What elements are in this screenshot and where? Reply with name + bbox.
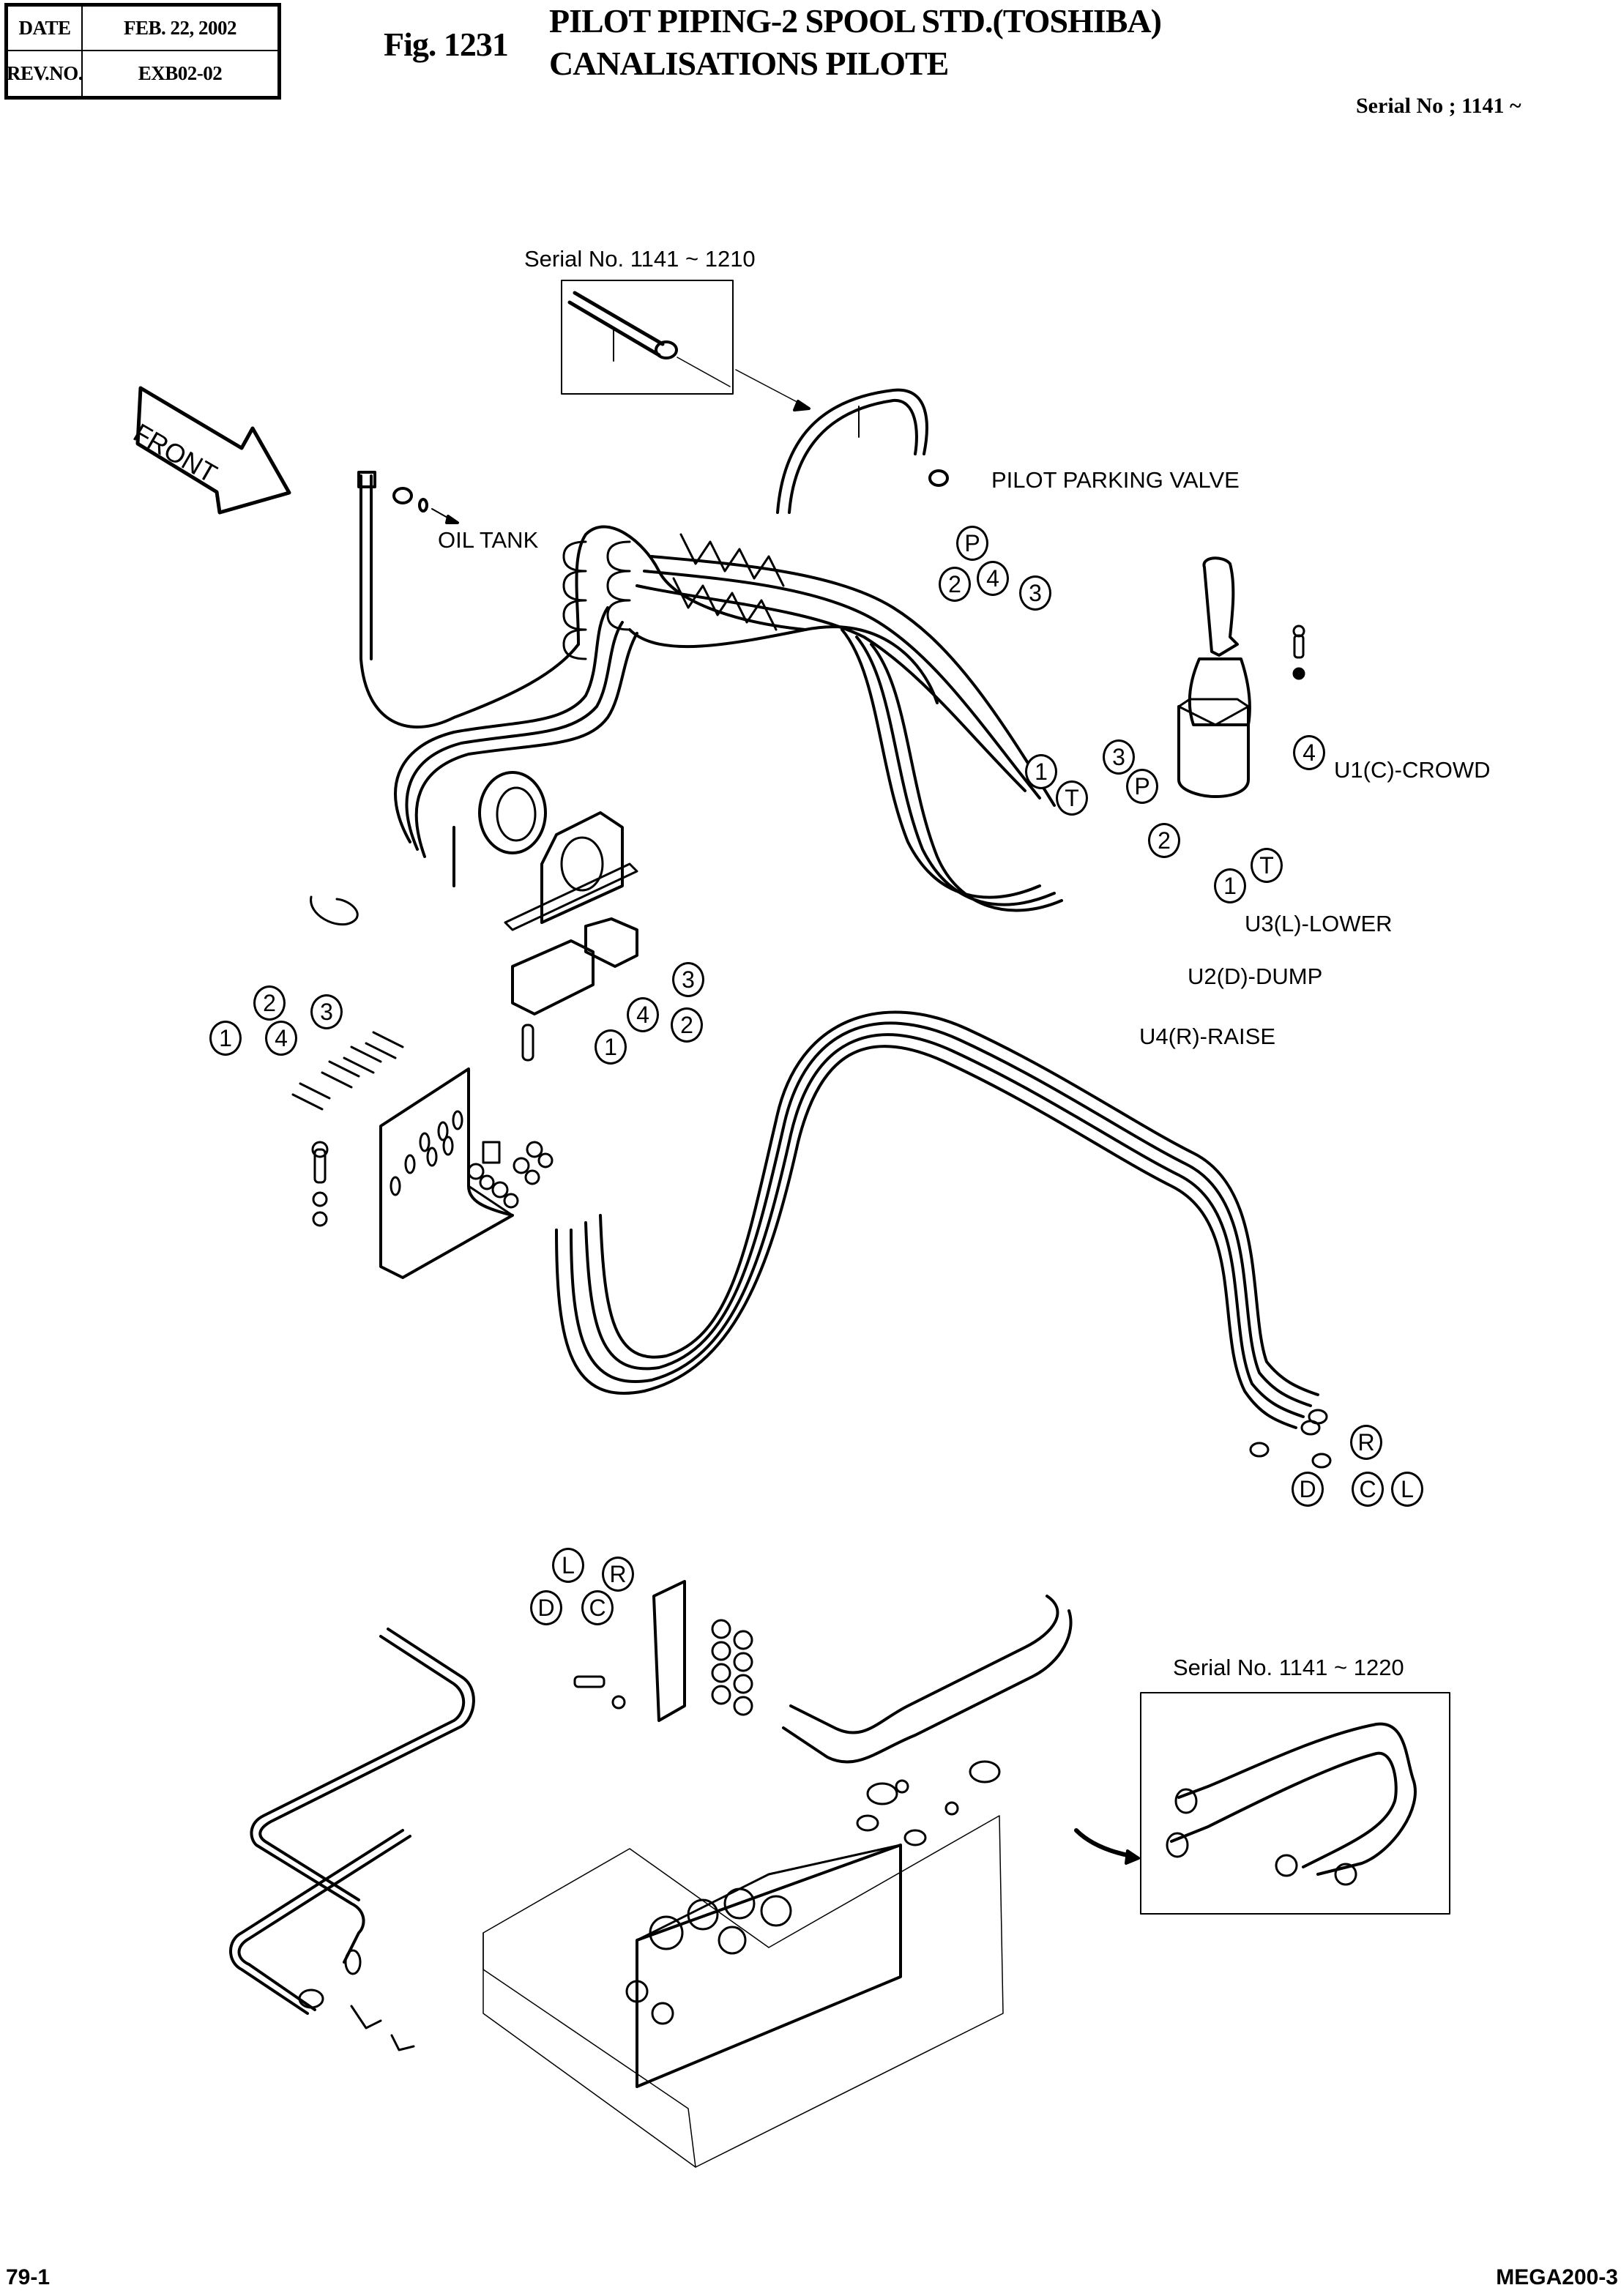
- callout-manifold-4: 4: [627, 997, 659, 1032]
- inset-top-detail: [561, 280, 810, 411]
- callout-parking-P: P: [956, 526, 988, 561]
- callout-joystick-P: P: [1126, 769, 1158, 804]
- pilot-parking-valve-label: PILOT PARKING VALVE: [991, 467, 1240, 493]
- callout-manifold-1: 1: [595, 1029, 627, 1065]
- joystick-pilot-valve: [1177, 556, 1305, 798]
- callout-parking-1: 1: [1025, 754, 1057, 789]
- rev-value: EXB02-02: [138, 62, 223, 84]
- callout-hose-L: L: [1391, 1472, 1423, 1507]
- grommet-bracket: [310, 771, 638, 931]
- callout-manifold-2: 2: [671, 1007, 703, 1043]
- callout-valve-R: R: [602, 1557, 634, 1592]
- model-name: MEGA200-3: [1496, 2265, 1618, 2289]
- callout-parking-3: 3: [1019, 575, 1051, 611]
- hose-bundle-middle: [555, 1010, 1332, 1469]
- oil-tank-fitting: [357, 471, 459, 660]
- callout-parking-T: T: [1056, 780, 1088, 816]
- callout-joystick-1: 1: [1214, 868, 1246, 903]
- callout-fitting-4: 4: [265, 1021, 297, 1056]
- inset-top-serial-label: Serial No. 1141 ~ 1210: [524, 246, 756, 272]
- inset-bottom-detail: [1140, 1692, 1450, 1915]
- steel-pipes: [229, 1628, 475, 2051]
- date-label: DATE: [8, 7, 83, 51]
- valve-hoses: [782, 1595, 1140, 1865]
- callout-parking-4: 4: [977, 561, 1009, 596]
- u2-dump-label: U2(D)-DUMP: [1188, 963, 1323, 989]
- page-number: 79-1: [6, 2265, 51, 2289]
- callout-hose-D: D: [1292, 1472, 1324, 1507]
- mounting-plate: [291, 1031, 554, 1279]
- callout-valve-D: D: [530, 1590, 562, 1625]
- serial-range: Serial No ; 1141 ~: [1356, 94, 1521, 118]
- callout-hose-R: R: [1350, 1425, 1382, 1460]
- front-arrow-icon: [135, 386, 291, 515]
- callout-manifold-3: 3: [672, 962, 704, 997]
- u4-raise-label: U4(R)-RAISE: [1139, 1024, 1276, 1049]
- inset-bottom-serial-label: Serial No. 1141 ~ 1220: [1173, 1655, 1404, 1680]
- callout-valve-L: L: [552, 1548, 584, 1583]
- date-value: FEB. 22, 2002: [83, 7, 277, 51]
- revision-table: DATE FEB. 22, 2002 REV.NO. EXB02-02: [4, 3, 281, 100]
- hose-bundle-upper: [359, 525, 1063, 912]
- callout-joystick-4: 4: [1293, 735, 1325, 770]
- valve-base-plate: [482, 1815, 1004, 2168]
- callout-joystick-T: T: [1251, 848, 1283, 883]
- manifold-block: [452, 826, 638, 1062]
- oil-tank-label: OIL TANK: [438, 527, 539, 553]
- control-valve: [625, 1844, 902, 2088]
- callout-valve-C: C: [581, 1590, 614, 1625]
- callout-joystick-3: 3: [1103, 739, 1135, 775]
- title-english: PILOT PIPING-2 SPOOL STD.(TOSHIBA): [549, 2, 1162, 40]
- u1-crowd-label: U1(C)-CROWD: [1334, 757, 1491, 783]
- valve-bracket: [573, 1580, 753, 1722]
- rev-label: REV.NO.: [7, 51, 83, 96]
- figure-number: Fig. 1231: [384, 26, 509, 63]
- callout-hose-C: C: [1352, 1472, 1384, 1507]
- callout-joystick-2: 2: [1148, 823, 1180, 858]
- u3-lower-label: U3(L)-LOWER: [1245, 911, 1393, 936]
- callout-fitting-3: 3: [310, 994, 343, 1029]
- callout-fitting-2: 2: [253, 985, 286, 1021]
- callout-parking-2: 2: [939, 567, 971, 602]
- pilot-hose: [776, 388, 949, 514]
- title-french: CANALISATIONS PILOTE: [549, 45, 949, 82]
- callout-fitting-1: 1: [209, 1021, 242, 1056]
